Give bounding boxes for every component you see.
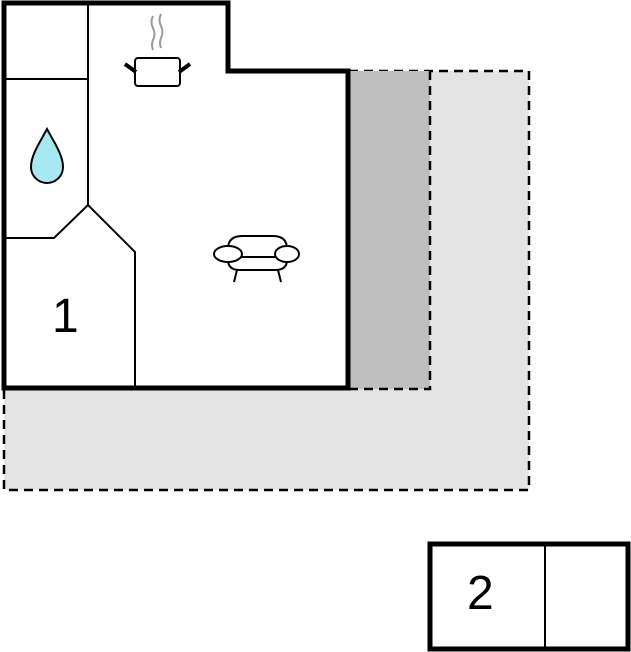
sofa-icon — [213, 235, 300, 283]
house-outer-wall — [1, 0, 351, 391]
water-drop-icon — [29, 126, 65, 184]
annex-building — [427, 541, 631, 652]
interior-walls — [4, 3, 136, 388]
kitchen-pot-icon — [123, 13, 192, 87]
room-2-label: 2 — [467, 567, 494, 620]
covered-terrace — [349, 71, 432, 391]
room-1-label: 1 — [52, 290, 79, 343]
